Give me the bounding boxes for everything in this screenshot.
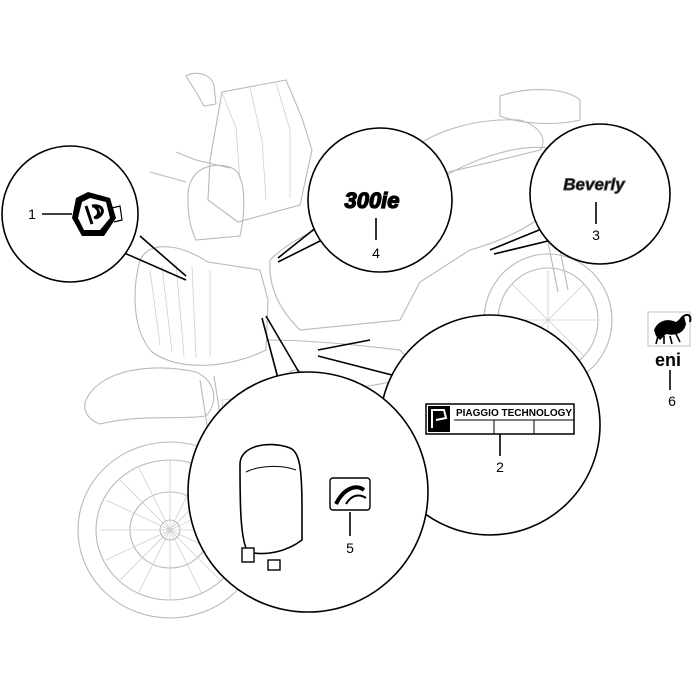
callout-2: 2: [496, 459, 504, 475]
pointer-1-b: [139, 235, 187, 277]
front-fender: [84, 367, 215, 425]
eni-six-legged-dog-icon: [647, 311, 692, 347]
brand-script: Beverly: [563, 175, 626, 194]
callout-3: 3: [592, 227, 600, 243]
pointer-5-a: [261, 317, 281, 387]
callout-1: 1: [28, 206, 36, 222]
windscreen-lines: [221, 82, 291, 201]
rear-rack: [499, 89, 581, 125]
pointer-4-a: [277, 237, 327, 263]
front-shield: [134, 246, 269, 366]
tech-plate-text: PIAGGIO TECHNOLOGY: [456, 408, 572, 419]
side-panel: [239, 443, 303, 571]
pointer-3-a: [489, 227, 545, 251]
rear-spokes: [498, 270, 598, 370]
eni-logo: eni: [655, 350, 681, 370]
piaggio-shield-icon: [72, 192, 123, 236]
pointer-lines: [121, 225, 553, 387]
callout-4: 4: [372, 245, 380, 261]
pointer-1-a: [121, 251, 187, 281]
pointer-5-b: [265, 315, 301, 375]
pointer-4-b: [277, 225, 319, 259]
detail-circle-3: [529, 123, 671, 265]
model-badge: 300ie: [344, 188, 399, 213]
windscreen: [207, 79, 313, 223]
detail-circle-5: [187, 371, 429, 613]
headlight: [187, 164, 245, 241]
pointer-2-a: [317, 339, 371, 351]
detail-circle-4: [307, 127, 453, 273]
handlebar: [149, 151, 231, 183]
tech-plate: PIAGGIO TECHNOLOGY: [425, 403, 575, 435]
callout-5: 5: [346, 540, 354, 556]
pointer-3-b: [493, 239, 553, 255]
piaggio-p-logo-icon: [431, 409, 448, 428]
seat: [409, 119, 544, 179]
callout-6: 6: [668, 393, 676, 409]
mirror: [185, 72, 217, 107]
front-spokes: [100, 460, 240, 600]
shield-ribs: [149, 263, 211, 359]
pointer-2-b: [317, 355, 397, 377]
curved-stripe-icon: [329, 477, 371, 511]
